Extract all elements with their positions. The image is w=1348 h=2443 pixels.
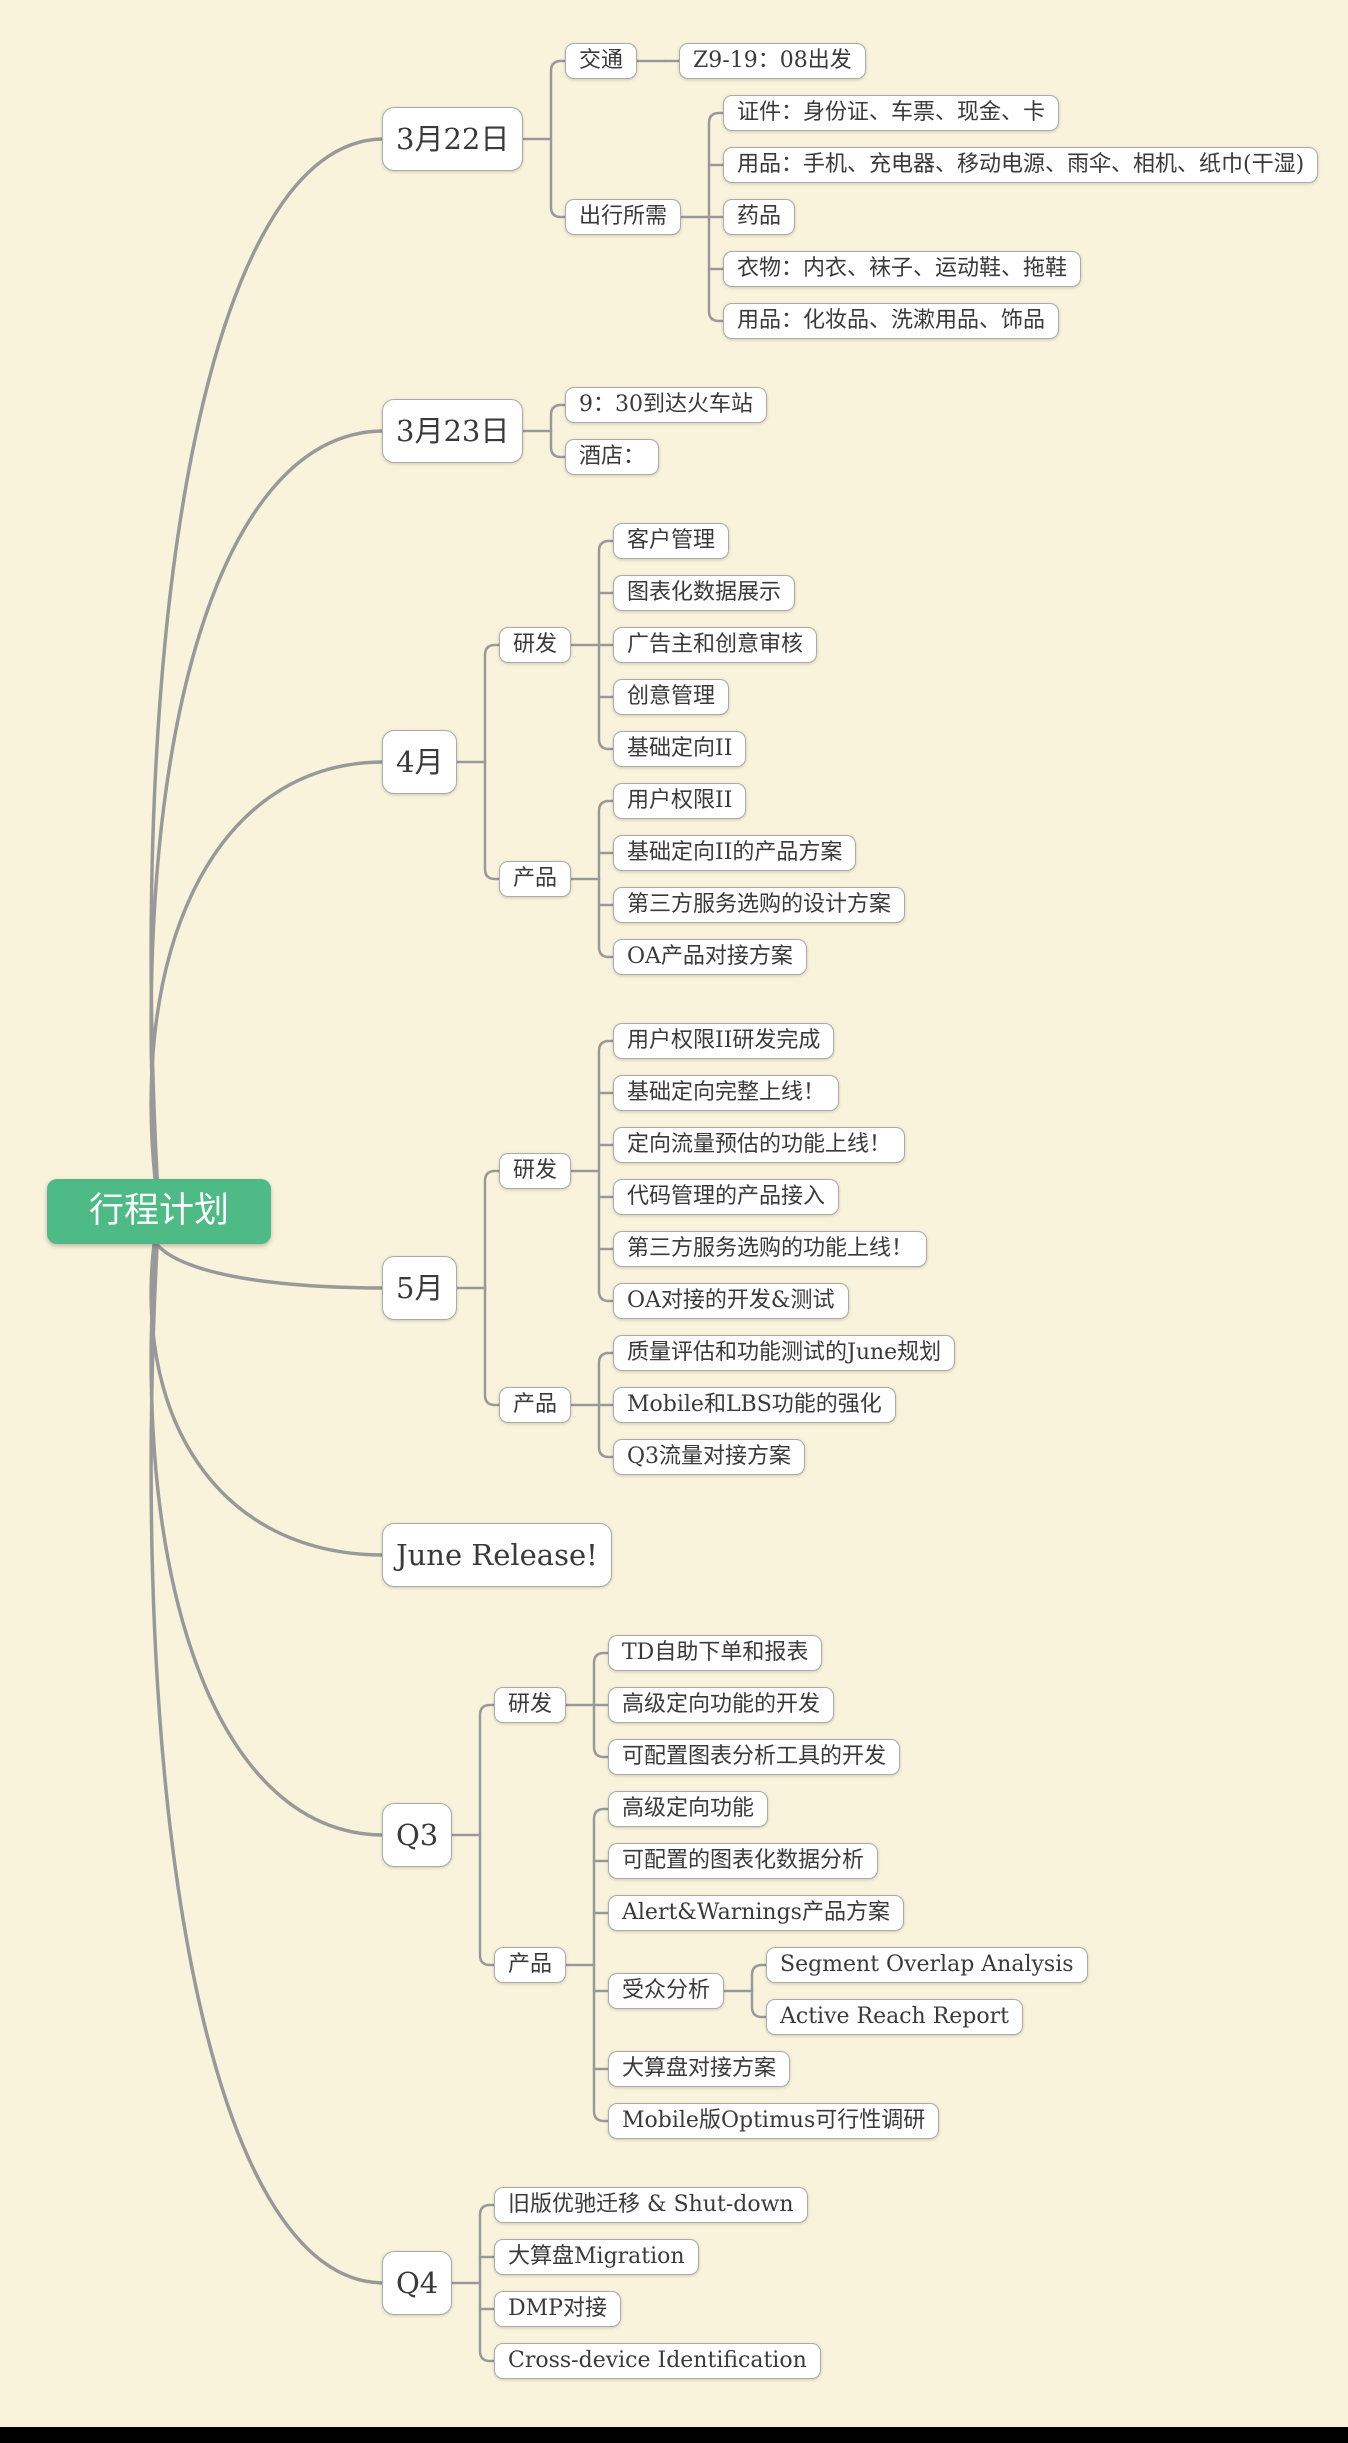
connector-line <box>483 1169 502 1407</box>
mindmap-node[interactable]: Q3 <box>382 1803 453 1868</box>
mindmap-node[interactable]: 研发 <box>494 1687 567 1723</box>
connector-line <box>149 429 386 1213</box>
mindmap-node[interactable]: 基础定向II的产品方案 <box>613 835 857 871</box>
connector-line <box>597 799 616 959</box>
mindmap-node[interactable]: 3月22日 <box>382 107 524 172</box>
mindmap-node[interactable]: 用品：化妆品、洗漱用品、饰品 <box>723 303 1060 339</box>
mindmap-node[interactable]: 客户管理 <box>613 523 730 559</box>
mindmap-node[interactable]: 大算盘Migration <box>494 2239 699 2275</box>
mindmap-node[interactable]: 基础定向II <box>613 731 747 767</box>
mindmap-node[interactable]: Active Reach Report <box>766 1999 1023 2035</box>
mindmap-node[interactable]: Mobile版Optimus可行性调研 <box>608 2103 940 2139</box>
mindmap-node[interactable]: 研发 <box>499 1153 572 1189</box>
mindmap-node[interactable]: 高级定向功能 <box>608 1791 769 1827</box>
mindmap-node[interactable]: 质量评估和功能测试的June规划 <box>613 1335 956 1371</box>
mindmap-node[interactable]: 大算盘对接方案 <box>608 2051 791 2087</box>
mindmap-node[interactable]: Q4 <box>382 2251 453 2316</box>
connector-line <box>592 1807 611 2123</box>
mindmap-node[interactable]: 交通 <box>565 43 638 79</box>
mindmap-node[interactable]: 酒店： <box>565 439 660 475</box>
mindmap-node[interactable]: 高级定向功能的开发 <box>608 1687 835 1723</box>
mindmap-node[interactable]: 代码管理的产品接入 <box>613 1179 840 1215</box>
mindmap-node[interactable]: Cross-device Identification <box>494 2343 821 2379</box>
mindmap-node[interactable]: 旧版优驰迁移 & Shut-down <box>494 2187 808 2223</box>
mindmap-node[interactable]: 证件：身份证、车票、现金、卡 <box>723 95 1060 131</box>
mindmap-node[interactable]: OA对接的开发&测试 <box>613 1283 849 1319</box>
mindmap-node[interactable]: 药品 <box>723 199 796 235</box>
mindmap-node[interactable]: 用品：手机、充电器、移动电源、雨伞、相机、纸巾(干湿) <box>723 147 1319 183</box>
connector-line <box>149 1209 386 1837</box>
mindmap-node[interactable]: 基础定向完整上线！ <box>613 1075 840 1111</box>
mindmap-node[interactable]: Z9-19：08出发 <box>679 43 866 79</box>
mindmap-node[interactable]: 研发 <box>499 627 572 663</box>
mindmap-node[interactable]: 广告主和创意审核 <box>613 627 818 663</box>
mindmap-node[interactable]: 图表化数据展示 <box>613 575 796 611</box>
mindmap-root-node[interactable]: 行程计划 <box>47 1178 272 1244</box>
connector-line <box>483 643 502 881</box>
mindmap-node[interactable]: 9：30到达火车站 <box>565 387 767 423</box>
mindmap-node[interactable]: 第三方服务选购的功能上线！ <box>613 1231 928 1267</box>
mindmap-node[interactable]: 3月23日 <box>382 399 524 464</box>
mindmap-node[interactable]: June Release! <box>382 1523 612 1588</box>
mindmap-node[interactable]: 创意管理 <box>613 679 730 715</box>
mindmap-node[interactable]: 衣物：内衣、袜子、运动鞋、拖鞋 <box>723 251 1082 287</box>
mindmap-node[interactable]: DMP对接 <box>494 2291 621 2327</box>
connector-line <box>478 1703 497 1967</box>
connector-line <box>149 1209 386 2285</box>
mindmap-node[interactable]: Mobile和LBS功能的强化 <box>613 1387 896 1423</box>
connector-line <box>478 2203 497 2363</box>
mindmap-node[interactable]: 产品 <box>499 861 572 897</box>
bottom-bar <box>0 2427 1348 2443</box>
connector-line <box>597 1039 616 1303</box>
connector-line <box>750 1963 769 2019</box>
mindmap-node[interactable]: 可配置图表分析工具的开发 <box>608 1739 901 1775</box>
mindmap-node[interactable]: 可配置的图表化数据分析 <box>608 1843 879 1879</box>
mindmap-node[interactable]: 第三方服务选购的设计方案 <box>613 887 906 923</box>
mindmap-node[interactable]: 产品 <box>499 1387 572 1423</box>
mindmap-node[interactable]: Segment Overlap Analysis <box>766 1947 1088 1983</box>
mindmap-node[interactable]: Alert&Warnings产品方案 <box>608 1895 904 1931</box>
mindmap-node[interactable]: 4月 <box>382 730 458 795</box>
mindmap-node[interactable]: 5月 <box>382 1256 458 1321</box>
connector-line <box>149 760 386 1213</box>
mindmap-node[interactable]: TD自助下单和报表 <box>608 1635 823 1671</box>
mindmap-node[interactable]: OA产品对接方案 <box>613 939 807 975</box>
mindmap-node[interactable]: 用户权限II研发完成 <box>613 1023 835 1059</box>
mindmap-node[interactable]: 受众分析 <box>608 1973 725 2009</box>
mindmap-node[interactable]: Q3流量对接方案 <box>613 1439 806 1475</box>
connector-line <box>549 59 568 219</box>
mindmap-node[interactable]: 用户权限II <box>613 783 747 819</box>
mindmap-node[interactable]: 产品 <box>494 1947 567 1983</box>
mindmap-node[interactable]: 定向流量预估的功能上线！ <box>613 1127 906 1163</box>
connector-line <box>549 403 568 459</box>
mindmap-node[interactable]: 出行所需 <box>565 199 682 235</box>
connector-line <box>149 137 386 1213</box>
